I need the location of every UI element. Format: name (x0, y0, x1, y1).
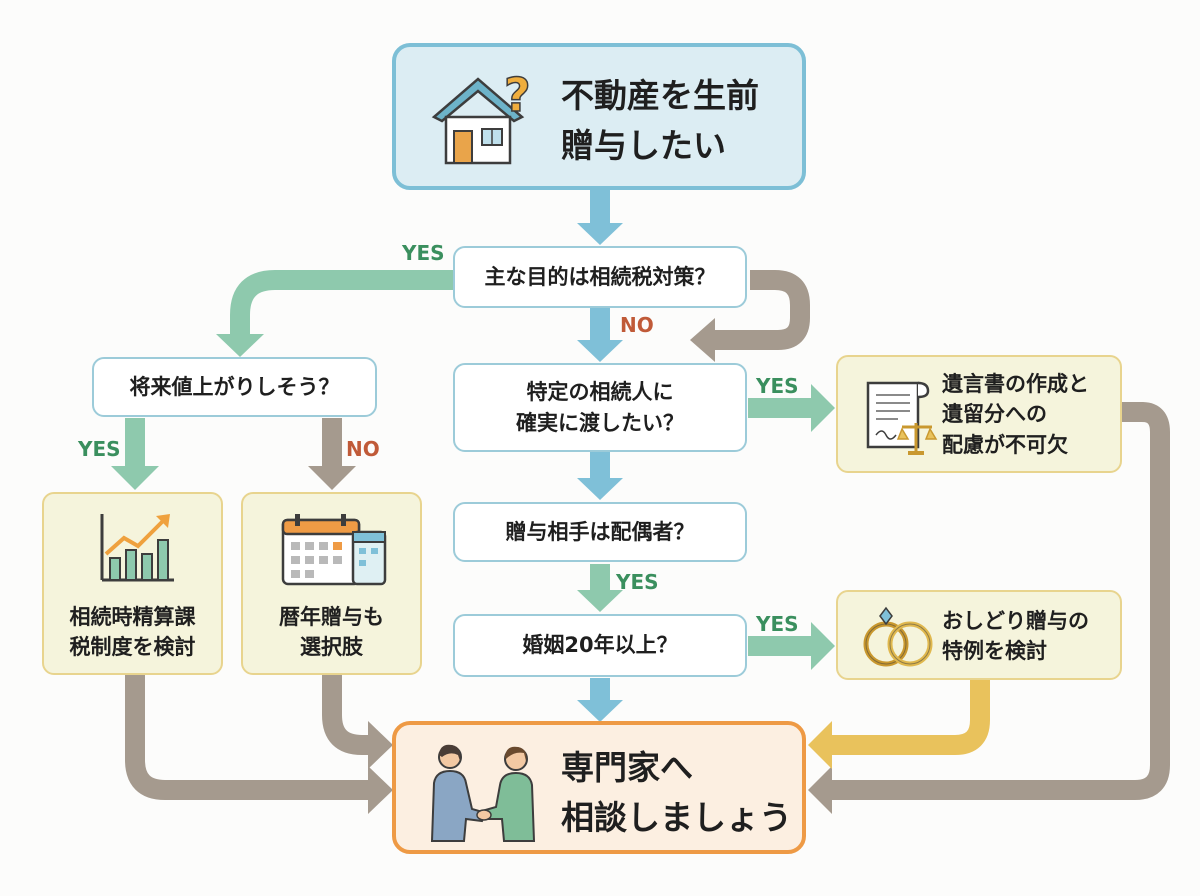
arrow-annual-to-end (322, 675, 372, 755)
arrow-q3-yes (748, 384, 835, 432)
will-text: 遺言書の作成と 遺留分への 配慮が不可欠 (942, 369, 1089, 460)
question-specific-heir: 特定の相続人に 確実に渡したい？ (453, 363, 747, 452)
label-yes-q3: YES (756, 374, 799, 398)
calendar-icon (281, 514, 387, 586)
label-yes-q5: YES (756, 612, 799, 636)
arrow-settlement-to-end (125, 675, 372, 800)
q4-text: 贈与相手は配偶者？ (505, 519, 695, 544)
q5-text: 婚姻20年以上？ (522, 633, 678, 658)
label-no-q1: NO (620, 313, 654, 337)
arrow-q2-yes (111, 418, 159, 490)
growth-chart-icon (100, 514, 174, 582)
will-scales-icon (866, 381, 938, 455)
question-inheritance-tax: 主な目的は相続税対策？ (453, 246, 747, 308)
label-yes-q1: YES (402, 241, 445, 265)
result-settlement-taxation: 相続時精算課 税制度を検討 (42, 492, 223, 675)
settlement-line-2: 税制度を検討 (69, 635, 196, 660)
label-yes-q2: YES (78, 437, 121, 461)
annual-line-2: 選択肢 (300, 635, 363, 660)
arrow-q3-to-q4 (577, 452, 623, 500)
arrow-q2-no (308, 418, 356, 490)
label-yes-q4: YES (616, 570, 659, 594)
settlement-text: 相続時精算課 税制度を検討 (44, 602, 221, 663)
arrow-q5-yes (748, 622, 835, 670)
question-spouse: 贈与相手は配偶者？ (453, 502, 747, 562)
arrow-start-to-q1 (577, 190, 623, 245)
spouse-text: おしどり贈与の 特例を検討 (942, 606, 1089, 667)
house-question-icon: ? (431, 69, 531, 165)
spouse-line-1: おしどり贈与の (942, 609, 1089, 633)
question-value-rise: 将来値上がりしそう？ (92, 357, 377, 417)
q1-text: 主な目的は相続税対策？ (484, 264, 716, 289)
handshake-icon (430, 744, 536, 842)
question-marriage-20-years: 婚姻20年以上？ (453, 614, 747, 677)
end-consult-expert: 専門家へ 相談しましょう (392, 721, 806, 854)
arrow-q4-yes (577, 564, 623, 612)
start-text: 不動産を生前 贈与したい (561, 71, 759, 170)
arrow-q1-loop (712, 270, 810, 350)
arrow-will-to-end (828, 402, 1170, 800)
spouse-line-2: 特例を検討 (942, 639, 1047, 664)
result-spouse-exemption: おしどり贈与の 特例を検討 (836, 590, 1122, 680)
will-line-1: 遺言書の作成と (942, 372, 1089, 396)
q2-text: 将来値上がりしそう？ (129, 374, 340, 399)
arrow-q1-no-to-q3 (577, 307, 623, 362)
end-line-2: 相談しましょう (561, 797, 792, 837)
will-line-2: 遺留分への (942, 402, 1047, 427)
arrow-q1-yes-to-q2 (230, 270, 453, 336)
annual-line-1: 暦年贈与も (279, 605, 384, 629)
annual-text: 暦年贈与も 選択肢 (243, 602, 420, 663)
settlement-line-1: 相続時精算課 (69, 605, 196, 629)
arrow-spouse-to-end (828, 680, 990, 755)
svg-text:?: ? (504, 69, 531, 122)
q3-line-1: 特定の相続人に (526, 380, 674, 405)
will-line-3: 配慮が不可欠 (942, 432, 1068, 457)
end-line-1: 専門家へ (561, 748, 693, 787)
start-line-2: 贈与したい (561, 125, 726, 165)
q3-line-2: 確実に渡したい？ (516, 410, 684, 435)
wedding-rings-icon (863, 606, 933, 667)
result-will-and-reserved-portion: 遺言書の作成と 遺留分への 配慮が不可欠 (836, 355, 1122, 473)
arrow-q5-to-end (577, 678, 623, 722)
result-annual-gift: 暦年贈与も 選択肢 (241, 492, 422, 675)
start-box: ? 不動産を生前 贈与したい (392, 43, 806, 190)
label-no-q2: NO (346, 437, 380, 461)
end-text: 専門家へ 相談しましょう (561, 743, 792, 842)
start-line-1: 不動産を生前 (561, 76, 759, 115)
